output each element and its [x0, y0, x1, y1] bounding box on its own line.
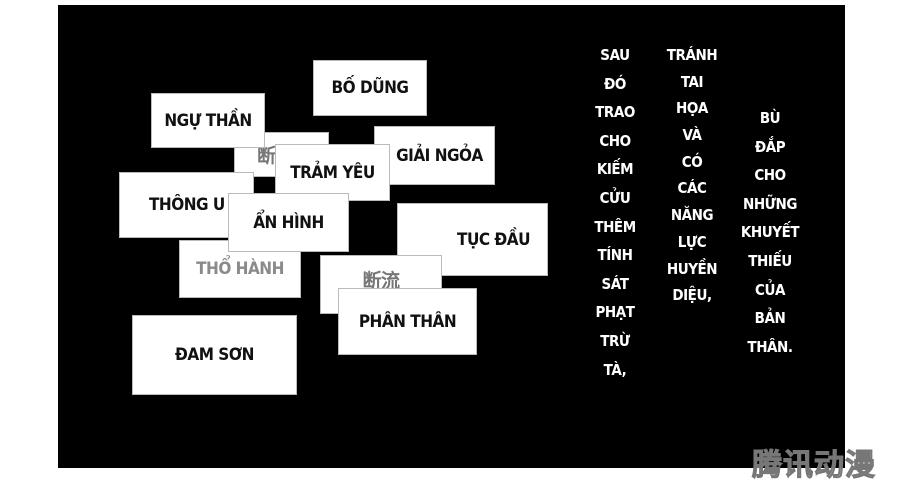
card-text: 断流	[362, 270, 400, 292]
narration-word: THÂN.	[747, 337, 793, 356]
narration-word: SÁT	[601, 274, 629, 293]
card-text: GIẢI NGỎA	[396, 145, 483, 166]
narration-word: SAU	[600, 46, 630, 64]
narration-word: TÀ,	[603, 360, 627, 379]
card-text: TRẢM YÊU	[290, 162, 375, 183]
card-dam-son: ĐAM SƠN	[132, 315, 297, 395]
card-bo-dung: BỐ DŨNG	[313, 60, 427, 116]
narration-word: CÓ	[681, 152, 703, 171]
narration-word: KHUYẾT	[740, 223, 800, 242]
narration-word: CHO	[599, 131, 631, 150]
narration-word: VÀ	[682, 126, 702, 145]
narration-word: NĂNG	[670, 206, 714, 225]
narration-word: TAI	[680, 72, 704, 91]
narration-column-1: SAU ĐÓ TRAO CHO KIẾM CỬU THÊM TÍNH SÁT P…	[593, 41, 638, 384]
narration-word: THIẾU	[748, 251, 792, 270]
narration-word: THÊM	[594, 217, 636, 236]
narration-word: CÁC	[677, 179, 707, 198]
card-text: ẨN HÌNH	[253, 212, 324, 233]
card-an-hinh: ẨN HÌNH	[228, 193, 349, 252]
narration-word: BÙ	[759, 109, 781, 127]
narration-word: TRỪ	[600, 331, 630, 350]
narration-column-2: TRÁNH TAI HỌA VÀ CÓ CÁC NĂNG LỰC HUYỀN D…	[665, 42, 719, 309]
narration-word: CỦA	[755, 280, 785, 299]
card-text: NGỰ THẦN	[164, 110, 252, 131]
card-tuc-dau: TỤC ĐẦU	[397, 203, 548, 276]
narration-word: LỰC	[677, 232, 707, 251]
narration-word: DIỆU,	[672, 286, 712, 305]
narration-word: HỌA	[676, 99, 708, 118]
narration-word: ĐẮP	[754, 137, 786, 156]
narration-word: CHO	[754, 166, 786, 185]
card-text: TỤC ĐẦU	[457, 229, 530, 250]
card-text: 断	[257, 145, 276, 167]
card-text: PHÂN THÂN	[358, 311, 457, 332]
narration-column-3: BÙ ĐẮP CHO NHỮNG KHUYẾT THIẾU CỦA BẢN TH…	[739, 104, 802, 361]
card-text: BỐ DŨNG	[331, 78, 409, 98]
card-ngu-than: NGỰ THẦN	[151, 93, 265, 148]
card-text: ĐAM SƠN	[175, 345, 254, 365]
narration-word: TRÁNH	[666, 46, 718, 64]
card-phan-than: PHÂN THÂN	[338, 288, 477, 355]
narration-word: TÍNH	[597, 246, 633, 265]
narration-word: TRAO	[595, 103, 635, 122]
narration-word: CỬU	[599, 188, 631, 207]
narration-word: NHỮNG	[742, 194, 797, 213]
narration-word: ĐÓ	[604, 74, 626, 93]
narration-word: PHẠT	[595, 303, 635, 322]
narration-word: HUYỀN	[666, 259, 718, 278]
watermark-logo: 腾讯动漫	[752, 448, 876, 484]
card-giai-ngoa: GIẢI NGỎA	[374, 126, 495, 185]
card-text: THÔNG U	[149, 195, 225, 215]
narration-word: KIẾM	[596, 160, 634, 179]
narration-word: BẢN	[754, 309, 786, 328]
card-text: THỔ HÀNH	[196, 259, 284, 279]
